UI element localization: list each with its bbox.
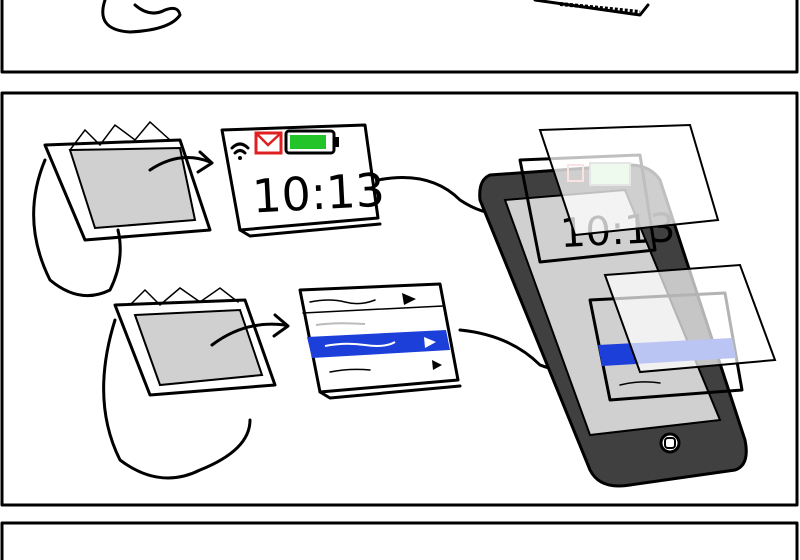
play-icon xyxy=(402,293,416,305)
list-row xyxy=(329,360,442,373)
battery-icon xyxy=(284,129,339,155)
watch-face-clock: 10:13 xyxy=(220,123,386,238)
play-icon xyxy=(424,337,436,348)
transparent-overlay-sheet xyxy=(538,123,720,237)
watch-face-list xyxy=(298,282,462,400)
wrist-watch-top xyxy=(32,120,214,298)
list-row-highlighted xyxy=(307,330,450,358)
top-panel xyxy=(0,0,799,74)
wrist-watch-bottom xyxy=(102,287,290,480)
smartphone xyxy=(478,163,748,488)
transparent-overlay-sheet xyxy=(603,263,777,374)
clock-time: 10:13 xyxy=(251,163,386,224)
list-row xyxy=(302,293,444,314)
bottom-panel xyxy=(0,521,799,560)
home-button xyxy=(659,432,681,454)
mail-icon xyxy=(254,131,283,155)
middle-panel: 10:13 xyxy=(0,91,799,507)
sketch-shape xyxy=(101,0,182,34)
play-icon xyxy=(432,360,442,370)
wifi-icon xyxy=(230,142,250,160)
list-row xyxy=(315,322,366,326)
